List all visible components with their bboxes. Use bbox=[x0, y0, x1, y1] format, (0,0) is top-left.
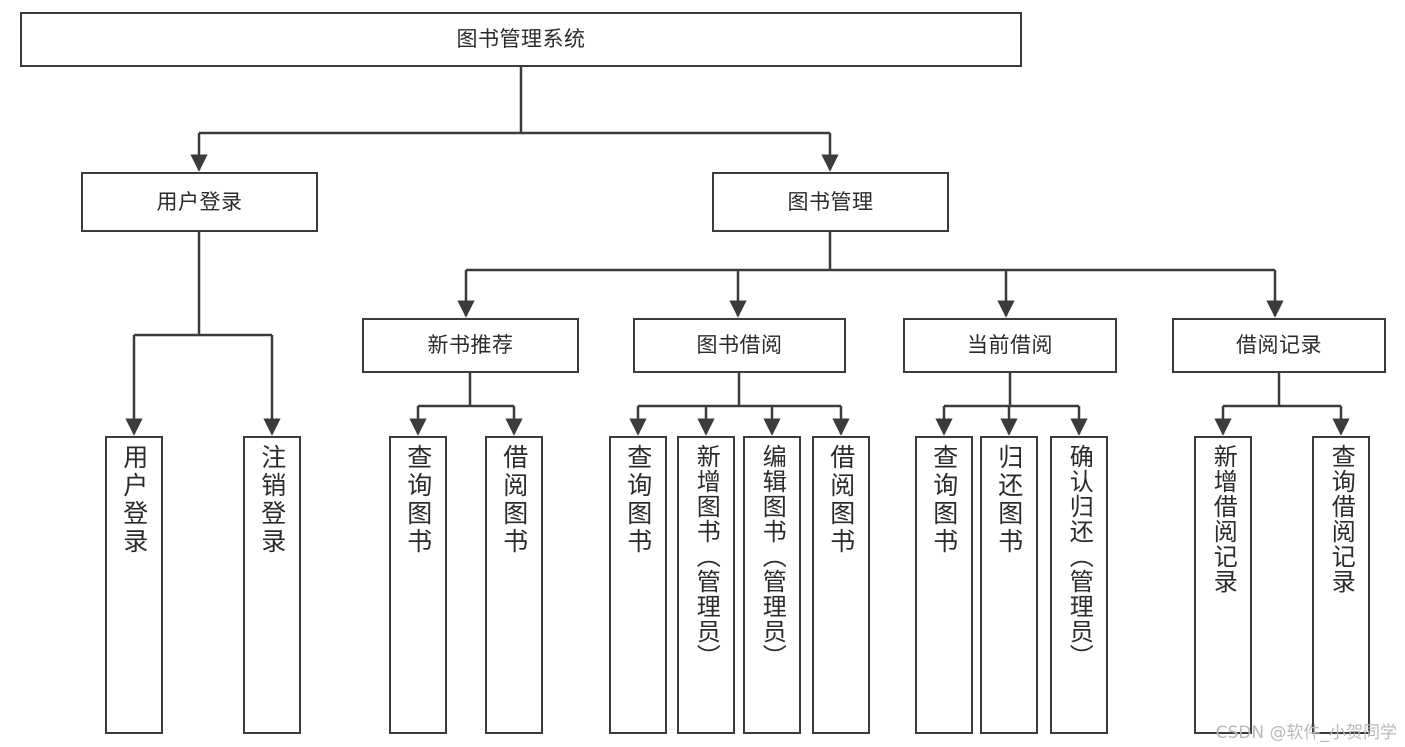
node-leaf-new-2: 借阅图书 bbox=[485, 436, 543, 734]
node-label: 确认归还（管理员） bbox=[1065, 444, 1094, 669]
node-records: 借阅记录 bbox=[1172, 318, 1386, 373]
node-leaf-rec-1: 新增借阅记录 bbox=[1194, 436, 1252, 734]
node-bookmgmt: 图书管理 bbox=[712, 172, 949, 232]
node-label: 注销登录 bbox=[257, 444, 287, 556]
node-label: 新增图书（管理员） bbox=[692, 444, 721, 669]
node-label: 当前借阅 bbox=[967, 333, 1053, 358]
node-label: 借阅记录 bbox=[1236, 333, 1322, 358]
node-label: 查询图书 bbox=[623, 444, 653, 556]
node-label: 查询图书 bbox=[403, 444, 433, 556]
node-leaf-cur-2: 归还图书 bbox=[980, 436, 1038, 734]
node-label: 查询借阅记录 bbox=[1327, 444, 1356, 594]
node-label: 新增借阅记录 bbox=[1209, 444, 1238, 594]
node-label: 用户登录 bbox=[119, 444, 149, 556]
node-label: 新书推荐 bbox=[427, 333, 514, 358]
node-root: 图书管理系统 bbox=[20, 12, 1022, 67]
node-login: 用户登录 bbox=[81, 172, 318, 232]
node-label: 图书管理 bbox=[787, 189, 874, 214]
node-leaf-login-1: 用户登录 bbox=[105, 436, 163, 734]
node-leaf-new-1: 查询图书 bbox=[389, 436, 447, 734]
node-newbook: 新书推荐 bbox=[362, 318, 579, 373]
node-label: 归还图书 bbox=[994, 444, 1024, 556]
node-leaf-bor-1: 查询图书 bbox=[609, 436, 667, 734]
node-label: 查询图书 bbox=[929, 444, 959, 556]
node-leaf-login-2: 注销登录 bbox=[243, 436, 301, 734]
node-leaf-rec-2: 查询借阅记录 bbox=[1312, 436, 1370, 734]
node-label: 用户登录 bbox=[156, 189, 243, 214]
node-leaf-cur-1: 查询图书 bbox=[915, 436, 973, 734]
node-leaf-bor-3: 编辑图书（管理员） bbox=[743, 436, 801, 734]
node-leaf-cur-3: 确认归还（管理员） bbox=[1050, 436, 1108, 734]
node-label: 图书管理系统 bbox=[456, 27, 586, 52]
node-label: 图书借阅 bbox=[696, 333, 783, 358]
node-borrow: 图书借阅 bbox=[633, 318, 846, 373]
node-leaf-bor-2: 新增图书（管理员） bbox=[677, 436, 735, 734]
node-label: 借阅图书 bbox=[826, 444, 856, 556]
node-label: 编辑图书（管理员） bbox=[758, 444, 787, 669]
node-current: 当前借阅 bbox=[903, 318, 1117, 373]
watermark: CSDN @软件_小贺同学 bbox=[1215, 723, 1397, 743]
node-leaf-bor-4: 借阅图书 bbox=[812, 436, 870, 734]
node-label: 借阅图书 bbox=[499, 444, 529, 556]
